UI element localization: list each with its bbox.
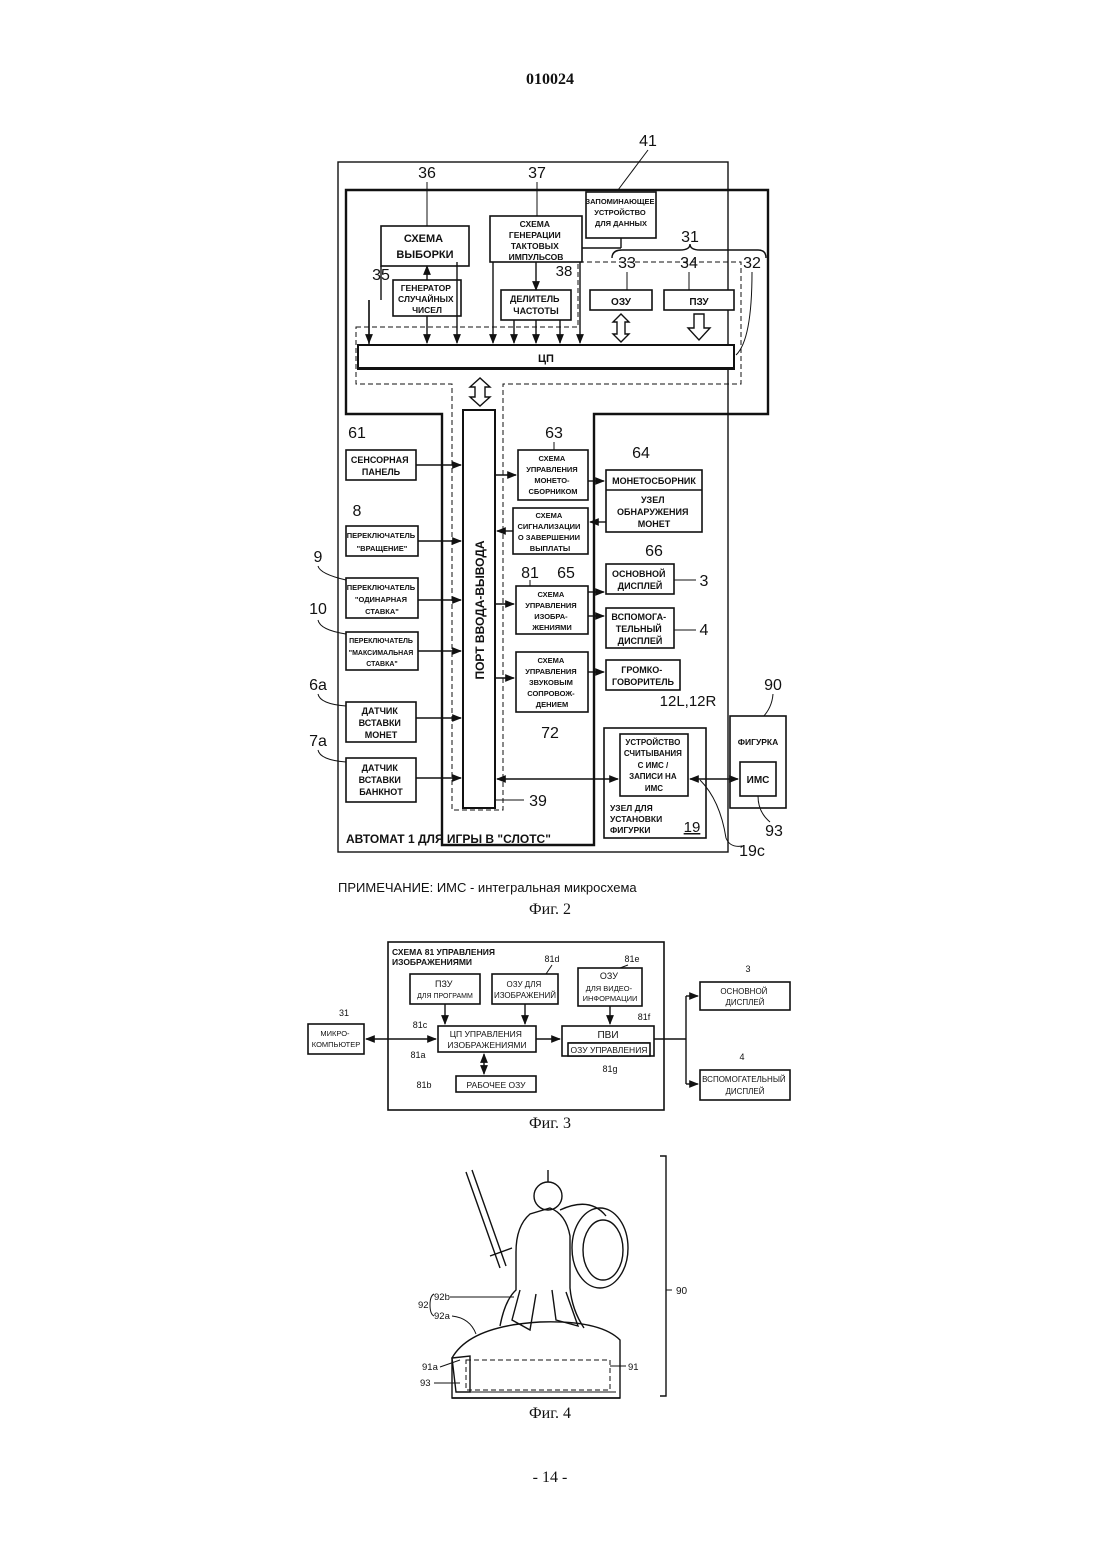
- io-port-label: ПОРТ ВВОДА-ВЫВОДА: [473, 540, 487, 679]
- bill-sensor-label: ДАТЧИК ВСТАВКИ БАНКНОТ: [359, 763, 404, 797]
- ref-7a: 7a: [309, 733, 327, 750]
- ref-92b: 92b: [434, 1292, 450, 1303]
- knight-sword: [466, 1170, 506, 1268]
- coin-sensor-label: ДАТЧИК ВСТАВКИ МОНЕТ: [359, 706, 404, 740]
- figure-pedestal: [452, 1322, 620, 1358]
- ref-63: 63: [545, 425, 563, 442]
- ref-38: 38: [556, 263, 573, 280]
- ref-93: 93: [765, 823, 783, 840]
- ref-72: 72: [541, 725, 559, 742]
- fig3-diagram: СХЕМА 81 УПРАВЛЕНИЯ ИЗОБРАЖЕНИЯМИ 81d 81…: [308, 942, 790, 1110]
- fig3-caption: Фиг. 3: [529, 1115, 571, 1132]
- ic-label: ИМС: [747, 775, 770, 786]
- ref-32: 32: [743, 255, 761, 272]
- ref-91-fig4: 91: [628, 1362, 639, 1373]
- ref-65: 65: [557, 565, 575, 582]
- ref-81c: 81c: [413, 1020, 428, 1030]
- ref-39: 39: [529, 793, 547, 810]
- cpu-label: ЦП: [538, 353, 554, 365]
- knight-helmet: [534, 1182, 562, 1210]
- sub-display-label: ВСПОМОГА- ТЕЛЬНЫЙ ДИСПЛЕЙ: [611, 612, 668, 646]
- ref-3: 3: [700, 573, 709, 590]
- ref-61: 61: [348, 425, 366, 442]
- ref-81a: 81a: [410, 1050, 425, 1060]
- ref-91a: 91a: [422, 1362, 439, 1373]
- ref-90-fig4: 90: [676, 1286, 688, 1297]
- ram-label: ОЗУ: [611, 297, 632, 308]
- ref-31-fig3: 31: [339, 1008, 349, 1018]
- control-ram-label: ОЗУ УПРАВЛЕНИЯ: [571, 1045, 648, 1055]
- rom-label: ПЗУ: [689, 297, 709, 308]
- ref-66: 66: [645, 543, 663, 560]
- ref-92: 92: [418, 1300, 429, 1311]
- ref-41: 41: [639, 133, 657, 150]
- page-footer: - 14 -: [533, 1469, 568, 1486]
- fig4-figure-drawing: 90 92b 92 92a 91a 93 91: [418, 1156, 688, 1398]
- image-cpu-label: ЦП УПРАВЛЕНИЯ ИЗОБРАЖЕНИЯМИ: [447, 1029, 526, 1050]
- ref-19c: 19c: [739, 843, 765, 860]
- ref-81f: 81f: [638, 1012, 651, 1022]
- ref-10: 10: [309, 601, 327, 618]
- page-number: 010024: [526, 71, 574, 88]
- figure-label: ФИГУРКА: [738, 737, 778, 747]
- ref-6a: 6a: [309, 677, 327, 694]
- fig4-caption: Фиг. 4: [529, 1405, 571, 1422]
- hopper-label: МОНЕТОСБОРНИК: [612, 476, 696, 486]
- ref-12L-12R: 12L,12R: [660, 693, 717, 710]
- ref-31: 31: [681, 229, 699, 246]
- bracket-90: [660, 1156, 666, 1396]
- ref-4: 4: [700, 622, 709, 639]
- knight-body: [500, 1208, 584, 1328]
- ref-34: 34: [680, 255, 698, 272]
- ref-64: 64: [632, 445, 650, 462]
- ref-81b: 81b: [416, 1080, 431, 1090]
- ref-90: 90: [764, 677, 782, 694]
- ref-93-fig4: 93: [420, 1378, 431, 1389]
- fig2-note: ПРИМЕЧАНИЕ: ИМС - интегральная микросхем…: [338, 880, 637, 895]
- ref-33: 33: [618, 255, 636, 272]
- ref-81d: 81d: [544, 954, 559, 964]
- ref-19: 19: [684, 819, 701, 836]
- vdp-label: ПВИ: [597, 1030, 618, 1041]
- data-memory-label: ЗАПОМИНАЮЩЕЕ УСТРОЙСТВО ДЛЯ ДАННЫХ: [585, 197, 656, 228]
- fig2-caption: Фиг. 2: [529, 901, 571, 918]
- ic-cavity: [466, 1360, 610, 1390]
- ref-37: 37: [528, 165, 546, 182]
- ref-81g: 81g: [602, 1064, 617, 1074]
- work-ram-label: РАБОЧЕЕ ОЗУ: [466, 1080, 526, 1090]
- ref-81e: 81e: [624, 954, 639, 964]
- ref-92a: 92a: [434, 1311, 451, 1322]
- ref-4-fig3: 4: [739, 1052, 744, 1062]
- ref-3-fig3: 3: [745, 964, 750, 974]
- machine-label: АВТОМАТ 1 ДЛЯ ИГРЫ В "СЛОТС": [346, 832, 551, 846]
- ref-36: 36: [418, 165, 436, 182]
- fig2-diagram: 41 36 37 ЗАПОМИНАЮЩЕЕ УСТРОЙСТВО ДЛЯ ДАН…: [309, 133, 786, 860]
- ref-9: 9: [314, 549, 323, 566]
- ref-81: 81: [521, 565, 539, 582]
- ref-8: 8: [353, 503, 362, 520]
